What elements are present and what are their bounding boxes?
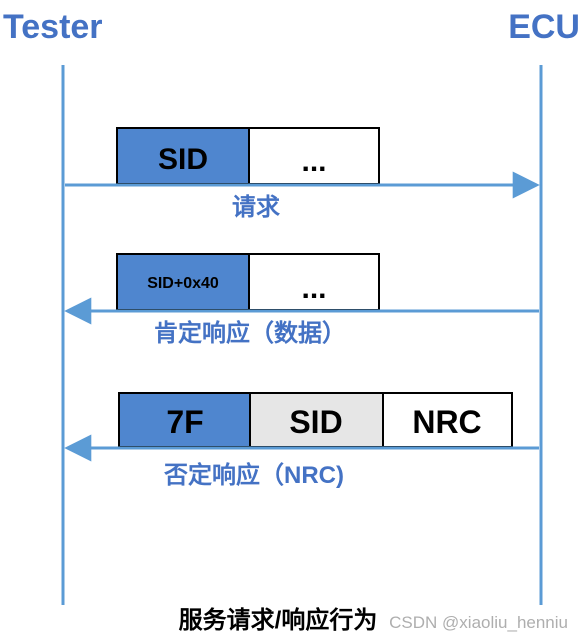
request-message: SID ... 请求 — [65, 127, 540, 221]
negative-nrc-text: NRC — [412, 404, 481, 440]
ecu-label: ECU — [508, 8, 580, 46]
request-data-cell — [248, 127, 380, 185]
tester-label: Tester — [3, 8, 103, 46]
negative-7f-text: 7F — [166, 404, 203, 440]
request-data-text: ... — [301, 145, 326, 178]
request-sid-text: SID — [158, 143, 208, 176]
negative-response-label: 否定响应（NRC) — [163, 461, 344, 489]
positive-sid-text: SID+0x40 — [147, 275, 219, 292]
positive-sid-cell — [116, 253, 250, 311]
negative-nrc-cell — [382, 392, 513, 448]
positive-response-label: 肯定响应（数据） — [154, 319, 346, 347]
request-label: 请求 — [232, 194, 280, 221]
negative-response-message: 7F SID NRC 否定响应（NRC) — [64, 392, 539, 489]
positive-data-text: ... — [301, 272, 326, 305]
negative-sid-text: SID — [289, 404, 342, 440]
diagram-caption: 服务请求/响应行为 — [179, 606, 378, 634]
csdn-watermark: CSDN @xiaoliu_henniu — [389, 613, 568, 632]
positive-response-message: SID+0x40 ... 肯定响应（数据） — [64, 253, 539, 347]
negative-sid-cell — [249, 392, 384, 448]
